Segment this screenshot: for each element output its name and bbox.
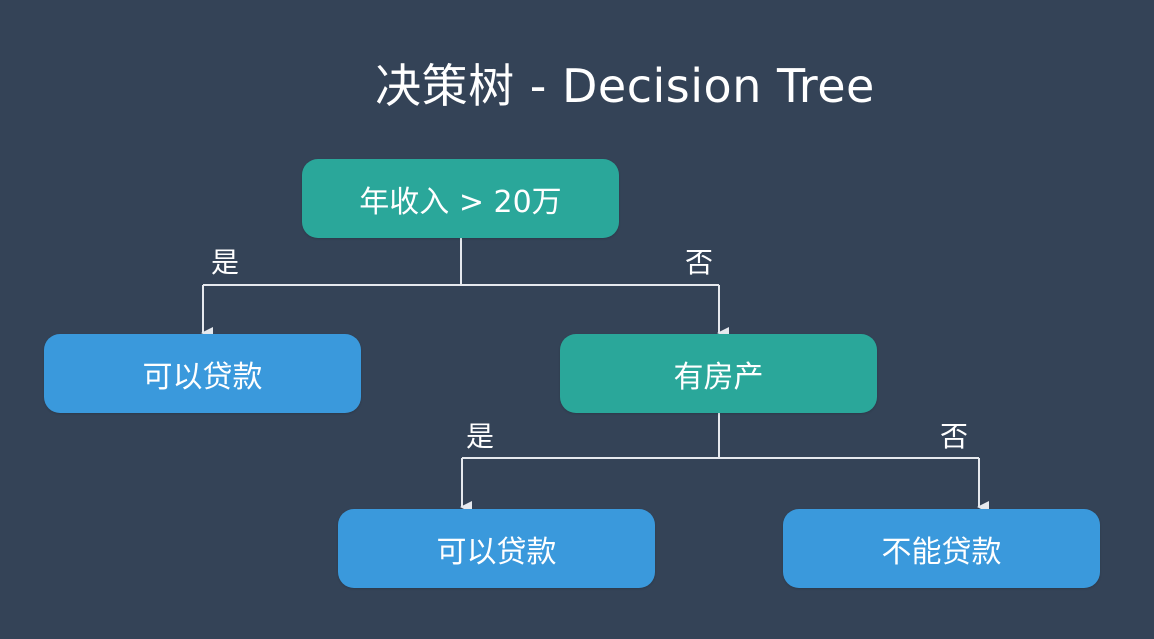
leaf-node-right: 不能贷款	[783, 509, 1100, 588]
leaf-node-left: 可以贷款	[44, 334, 361, 413]
leaf-node-mid: 可以贷款	[338, 509, 655, 588]
leaf-node-mid-label: 可以贷款	[436, 534, 557, 570]
house-node: 有房产	[560, 334, 877, 413]
house-node-label: 有房产	[673, 359, 764, 395]
edge-label-house-yes: 是	[466, 420, 495, 453]
leaf-node-left-label: 可以贷款	[142, 359, 263, 395]
edge-label-house-no: 否	[940, 420, 969, 453]
root-node: 年收入 > 20万	[302, 159, 619, 238]
leaf-node-right-label: 不能贷款	[881, 534, 1002, 570]
diagram-title: 决策树 - Decision Tree	[375, 59, 875, 113]
edge-label-root-yes: 是	[211, 246, 240, 279]
edge-label-root-no: 否	[685, 246, 714, 279]
root-node-label: 年收入 > 20万	[359, 184, 562, 220]
